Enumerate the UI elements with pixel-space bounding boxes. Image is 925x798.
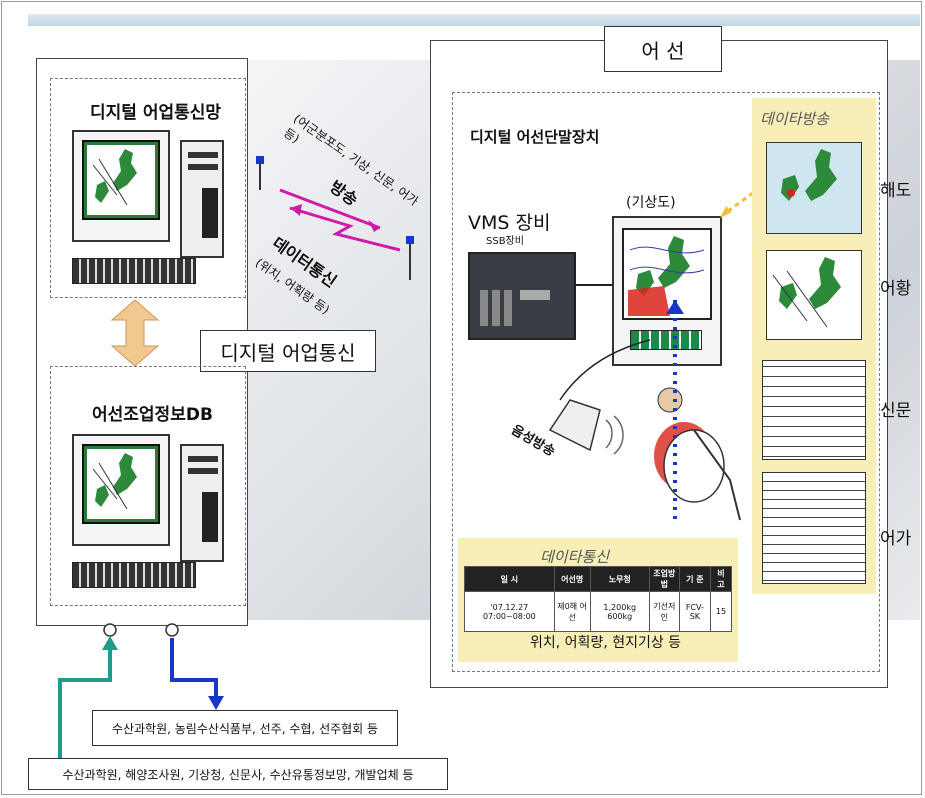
digital-comm-text: 디지털 어업통신 (220, 340, 356, 365)
speaker-icon (548, 339, 650, 455)
table-cell: 1,200kg 600kg (589, 591, 650, 632)
db-title: 어선조업정보DB (92, 405, 213, 425)
table-header: 기 준 (678, 566, 711, 592)
table-cell: 15 (709, 591, 733, 632)
datacomm-table-wrap: 일 시 어선명 노무청 조업방법 기 준 비 고 '07.12.27 07:00… (464, 566, 733, 632)
recipients-text: 수산과학원, 농림수산식품부, 선주, 수협, 선주협회 등 (111, 721, 379, 736)
vms-label: VMS 장비 (468, 212, 551, 234)
table-header: 비 고 (709, 566, 733, 592)
weather-screen (622, 228, 712, 320)
table-header: 어선명 (553, 566, 591, 592)
table-cell: '07.12.27 07:00~08:00 (464, 591, 555, 632)
table-header: 일 시 (464, 566, 555, 592)
digital-comm-label: 디지털 어업통신 (200, 330, 376, 372)
table-row: '07.12.27 07:00~08:00 제0해 어선 1,200kg 600… (464, 591, 733, 632)
operator-icon (654, 387, 741, 521)
side-label-chart: 해도 (880, 181, 912, 201)
network-box (50, 78, 246, 298)
newspaper-card (762, 360, 866, 460)
recipients-box: 수산과학원, 농림수산식품부, 선주, 수협, 선주협회 등 (92, 710, 398, 746)
datacomm-title: 데이타통신 (540, 548, 610, 566)
map-icon (87, 449, 155, 519)
chart-map-card (766, 142, 862, 234)
network-title: 디지털 어업통신망 (90, 103, 222, 123)
bottom-keyboard (72, 562, 196, 588)
broadcast-column-title: 데이타방송 (760, 110, 830, 128)
double-arrow-icon (110, 300, 160, 366)
vessel-header: 어 선 (604, 26, 722, 72)
table-cell: 제0해 어선 (553, 591, 591, 632)
weather-label: (기상도) (626, 195, 676, 211)
table-header-row: 일 시 어선명 노무청 조업방법 기 준 비 고 (464, 566, 733, 592)
side-label-price: 어가 (880, 529, 912, 549)
vessel-header-text: 어 선 (641, 38, 685, 63)
table-cell: FCV-SK (678, 591, 711, 632)
top-monitor (72, 130, 170, 242)
top-keyboard (72, 258, 196, 284)
vms-device-icon (468, 252, 576, 340)
ssb-caption: SSB장비 (486, 236, 524, 247)
bottom-monitor (72, 434, 170, 546)
table-cell: 기선저인 (648, 591, 680, 632)
weather-monitor (612, 216, 722, 366)
db-box (50, 366, 246, 606)
vessel-inner-box (452, 92, 880, 672)
table-header: 노무청 (589, 566, 650, 592)
table-header: 조업방법 (648, 566, 680, 592)
price-table-card (762, 472, 866, 584)
datacomm-table: 일 시 어선명 노무청 조업방법 기 준 비 고 '07.12.27 07:00… (464, 566, 733, 632)
side-label-newspaper: 신문 (880, 401, 912, 421)
dotted-link-icon (666, 300, 684, 520)
broadcast-arrows-icon (256, 156, 414, 280)
providers-box: 수산과학원, 해양조사원, 기상청, 신문사, 수산유통정보망, 개발업체 등 (28, 758, 448, 790)
side-label-fishing: 어황 (880, 279, 912, 299)
vessel-title: 디지털 어선단말장치 (470, 128, 600, 146)
datacomm-caption: 위치, 어획량, 현지기상 등 (530, 635, 682, 651)
top-band (28, 14, 920, 26)
top-screen (82, 140, 160, 220)
bottom-arrows-icon (58, 623, 224, 760)
fishing-map-card (766, 250, 862, 340)
map-icon (87, 145, 155, 215)
providers-text: 수산과학원, 해양조사원, 기상청, 신문사, 수산유통정보망, 개발업체 등 (62, 767, 414, 782)
bottom-tower (180, 444, 224, 562)
bottom-screen (82, 444, 160, 524)
top-tower (180, 140, 224, 258)
